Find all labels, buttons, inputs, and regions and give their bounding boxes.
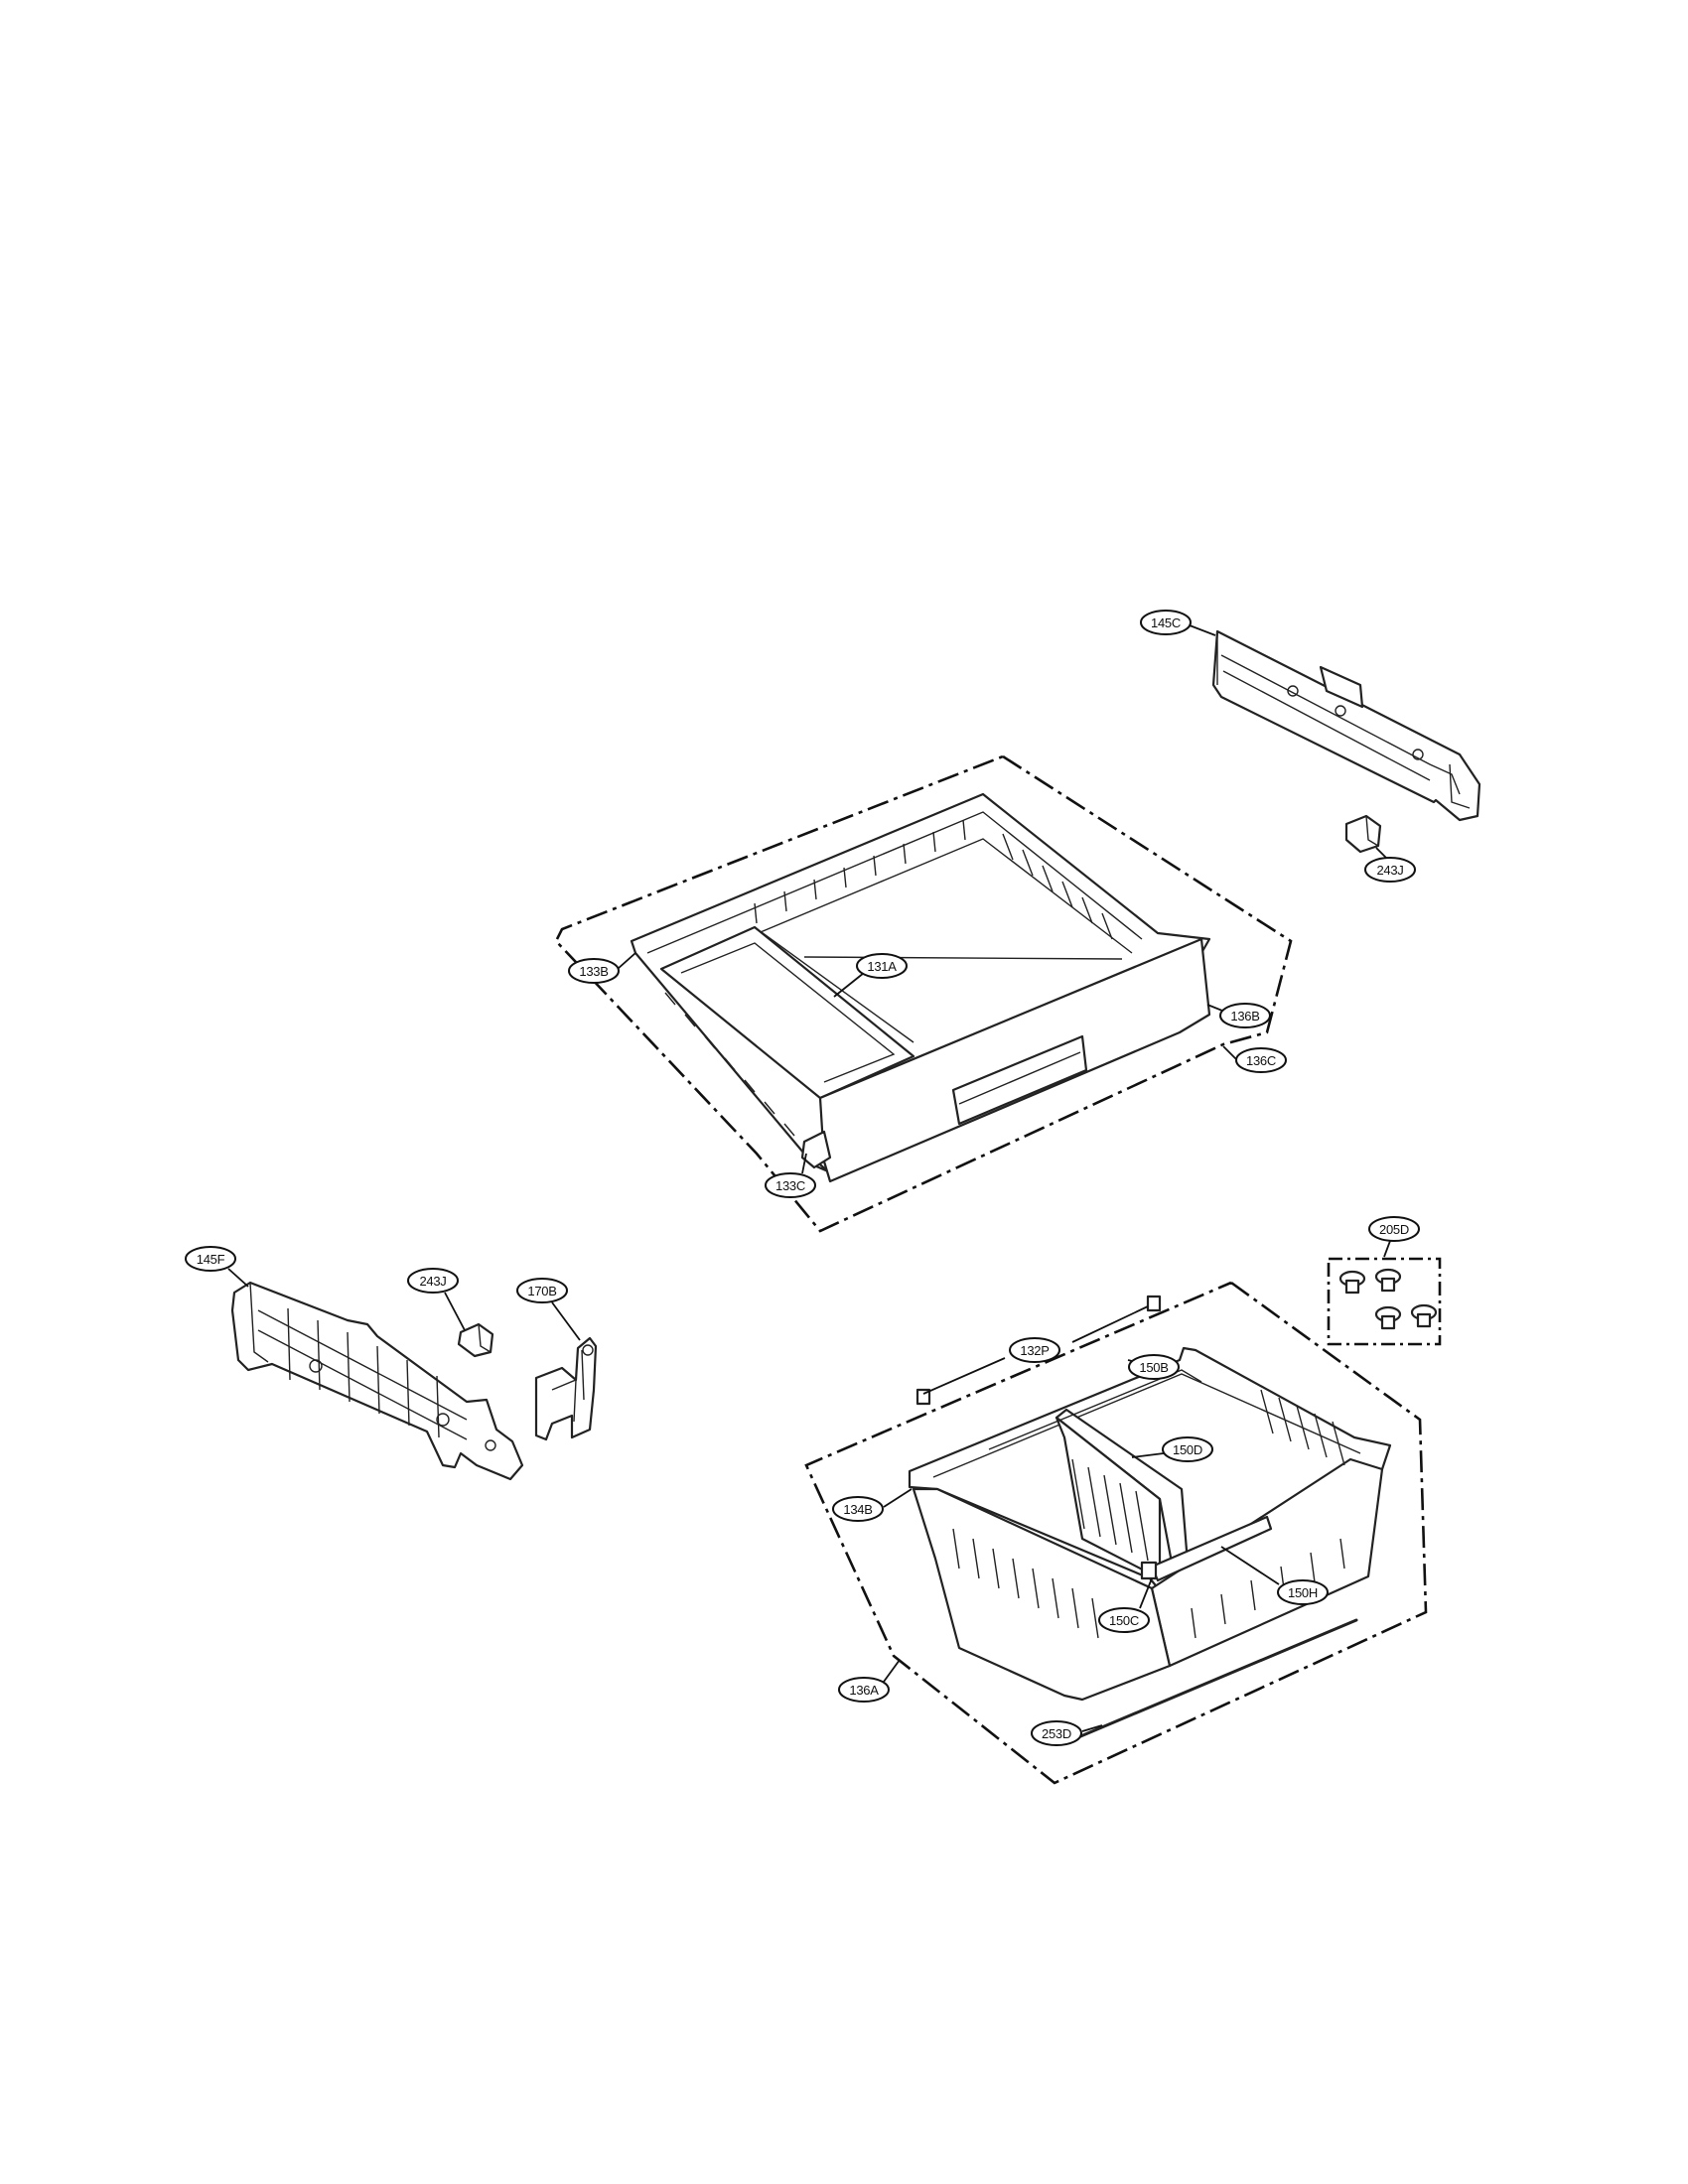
bracket-170b: [534, 1336, 598, 1441]
callout-132p[interactable]: 132P: [1009, 1337, 1060, 1363]
rail-145f: [230, 1281, 524, 1481]
clip-243j-top: [1344, 814, 1382, 854]
callout-243j-left[interactable]: 243J: [407, 1268, 459, 1294]
callout-label: 253D: [1042, 1726, 1071, 1741]
callout-label: 133C: [775, 1178, 805, 1193]
clip-243j-left: [457, 1322, 494, 1358]
callout-133c[interactable]: 133C: [765, 1172, 816, 1198]
plugs-205d: [1327, 1257, 1442, 1346]
lower-basket-boundary: [804, 1281, 1428, 1785]
callout-label: 136A: [849, 1683, 879, 1698]
callout-170b[interactable]: 170B: [516, 1278, 568, 1303]
callout-145f[interactable]: 145F: [185, 1246, 236, 1272]
callout-134b[interactable]: 134B: [832, 1496, 884, 1522]
callout-label: 133B: [579, 964, 608, 979]
callout-136a[interactable]: 136A: [838, 1677, 890, 1703]
upper-drawer: [630, 792, 1211, 1183]
callout-150c[interactable]: 150C: [1098, 1607, 1150, 1633]
callout-label: 136B: [1230, 1009, 1259, 1024]
callout-253d[interactable]: 253D: [1031, 1720, 1082, 1746]
callout-label: 134B: [843, 1502, 872, 1517]
callout-150d[interactable]: 150D: [1162, 1436, 1213, 1462]
callout-label: 150D: [1173, 1442, 1202, 1457]
callout-150h[interactable]: 150H: [1277, 1579, 1329, 1605]
callout-label: 136C: [1246, 1053, 1276, 1068]
callout-label: 205D: [1379, 1222, 1409, 1237]
callout-131a[interactable]: 131A: [856, 953, 908, 979]
callout-label: 145C: [1151, 615, 1181, 630]
rail-145c: [1211, 629, 1481, 822]
callout-145c[interactable]: 145C: [1140, 610, 1192, 635]
callout-243j-top[interactable]: 243J: [1364, 857, 1416, 883]
callout-133b[interactable]: 133B: [568, 958, 620, 984]
callout-label: 145F: [197, 1252, 225, 1267]
callout-label: 150B: [1139, 1360, 1168, 1375]
callout-label: 170B: [527, 1284, 556, 1298]
leader-lines: [227, 624, 1395, 1732]
callout-label: 131A: [867, 959, 897, 974]
callout-205d[interactable]: 205D: [1368, 1216, 1420, 1242]
lower-basket: [908, 1295, 1392, 1739]
callout-136b[interactable]: 136B: [1219, 1003, 1271, 1028]
callout-label: 243J: [1377, 863, 1404, 878]
callout-label: 132P: [1020, 1343, 1049, 1358]
upper-drawer-boundary: [554, 754, 1293, 1233]
callout-150b[interactable]: 150B: [1128, 1354, 1180, 1380]
callout-label: 243J: [420, 1274, 447, 1289]
callout-label: 150C: [1109, 1613, 1139, 1628]
callout-136c[interactable]: 136C: [1235, 1047, 1287, 1073]
callout-label: 150H: [1288, 1585, 1318, 1600]
